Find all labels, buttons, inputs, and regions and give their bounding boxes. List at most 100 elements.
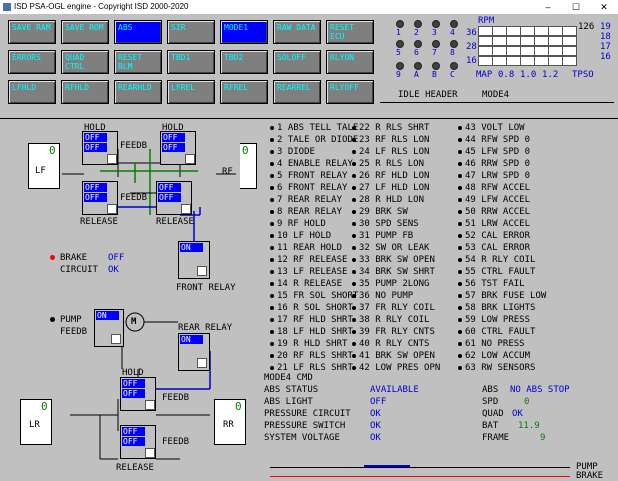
fault-code-item: 20 RF RLS SHRT bbox=[270, 351, 353, 361]
button-tbd1[interactable]: TBD1 bbox=[167, 50, 215, 74]
led-label: 4 bbox=[450, 28, 455, 37]
led-indicator bbox=[396, 20, 404, 28]
status-label: QUAD bbox=[482, 409, 504, 419]
fault-code-text: 41 BRK SW OPEN bbox=[359, 351, 435, 361]
button-save-ram[interactable]: SAVE RAM bbox=[8, 20, 56, 44]
brake-indicator bbox=[50, 255, 55, 260]
fault-code-item: 59 LOW PRESS bbox=[458, 315, 530, 325]
button-tbd2[interactable]: TBD2 bbox=[220, 50, 268, 74]
rpm-cell bbox=[562, 36, 577, 46]
fault-code-item: 37 FR RLY COIL bbox=[352, 303, 435, 313]
rpm-cell bbox=[478, 36, 493, 46]
button-rlyon[interactable]: RLYON bbox=[326, 50, 374, 74]
fault-code-item: 32 SW OR LEAK bbox=[352, 243, 429, 253]
bullet bbox=[270, 257, 274, 262]
lf-hold-valve[interactable]: OFF OFF bbox=[82, 131, 118, 165]
minimize-button[interactable]: – bbox=[545, 2, 551, 12]
status-label: BAT bbox=[482, 421, 499, 431]
lf-release-valve[interactable]: OFF OFF bbox=[82, 181, 118, 215]
rpm-cell bbox=[520, 46, 535, 56]
button-lfrel[interactable]: LFREL bbox=[167, 80, 215, 104]
status-strip: IDLE HEADER MODE4 bbox=[376, 88, 614, 102]
fault-code-item: 8 REAR RELAY bbox=[270, 207, 342, 217]
button-raw-data[interactable]: RAW DATA bbox=[273, 20, 321, 44]
feedb-label-bottom-2: FEEDB bbox=[162, 437, 190, 447]
button-lfhld[interactable]: LFHLD bbox=[8, 80, 56, 104]
fault-code-text: 6 FRONT RELAY bbox=[277, 183, 348, 193]
rpm-row-label: 28 bbox=[466, 42, 477, 52]
app-icon bbox=[3, 3, 11, 11]
fault-code-item: 54 R RLY COIL bbox=[458, 255, 535, 265]
bullet bbox=[270, 137, 274, 142]
fault-code-item: 34 BRK SW SHRT bbox=[352, 267, 435, 277]
button-mode1[interactable]: MODE1 bbox=[220, 20, 268, 44]
fault-code-item: 23 RF RLS LON bbox=[352, 135, 429, 145]
button-sir[interactable]: SIR bbox=[167, 20, 215, 44]
status-label: ABS STATUS bbox=[264, 385, 319, 395]
bullet bbox=[458, 173, 462, 178]
fault-code-text: 52 CAL ERROR bbox=[465, 231, 531, 241]
fault-code-text: 18 LF HLD SHRT bbox=[277, 327, 353, 337]
button-reset-blm[interactable]: RESET BLM bbox=[114, 50, 162, 74]
fault-code-text: 40 R RLY CNTS bbox=[359, 339, 430, 349]
close-button[interactable]: ✕ bbox=[600, 2, 608, 12]
fault-code-text: 48 RFW ACCEL bbox=[465, 183, 531, 193]
rear-hold-valve[interactable]: OFF OFF bbox=[120, 377, 156, 411]
bullet bbox=[270, 329, 274, 334]
button-rlyoff[interactable]: RLYOFF bbox=[326, 80, 374, 104]
fault-code-item: 13 LF RELEASE bbox=[270, 267, 347, 277]
valve-indicator bbox=[107, 154, 117, 164]
lf-label: LF bbox=[35, 166, 46, 176]
fault-code-text: 22 R RLS SHRT bbox=[359, 123, 430, 133]
valve-state: OFF bbox=[84, 193, 107, 202]
bullet bbox=[458, 185, 462, 190]
maximize-button[interactable]: ☐ bbox=[571, 2, 581, 12]
bullet bbox=[352, 317, 356, 322]
fault-code-text: 46 RRW SPD 0 bbox=[465, 159, 531, 169]
led-indicator bbox=[432, 20, 440, 28]
fault-code-item: 6 FRONT RELAY bbox=[270, 183, 347, 193]
rpm-cell bbox=[562, 46, 577, 56]
rpm-right-label: 17 bbox=[600, 42, 611, 52]
rpm-cell bbox=[534, 56, 549, 66]
rpm-right-label: 19 bbox=[600, 22, 611, 32]
fault-code-text: 16 R SOL SHORT bbox=[277, 303, 353, 313]
mode-cmd-label: MODE4 CMD bbox=[264, 373, 313, 383]
led-label: 5 bbox=[396, 48, 401, 57]
fault-code-item: 12 RF RELEASE bbox=[270, 255, 347, 265]
fault-code-item: 17 RF HLD SHRT bbox=[270, 315, 353, 325]
button-rfhld[interactable]: RFHLD bbox=[61, 80, 109, 104]
hold-label-top-right: HOLD bbox=[162, 123, 184, 133]
valve-indicator bbox=[185, 154, 195, 164]
fault-code-text: 47 LRW SPD 0 bbox=[465, 171, 531, 181]
fault-code-item: 1 ABS TELL TALE bbox=[270, 123, 358, 133]
pump-feedback[interactable]: ON bbox=[94, 309, 124, 347]
button-errors[interactable]: ERRORS bbox=[8, 50, 56, 74]
rr-wheel: RR 0 bbox=[214, 399, 246, 445]
rpm-cell bbox=[520, 56, 535, 66]
button-save-rom[interactable]: SAVE ROM bbox=[61, 20, 109, 44]
rear-release-valve[interactable]: OFF OFF bbox=[120, 425, 156, 459]
fault-code-text: 25 R RLS LON bbox=[359, 159, 425, 169]
led-indicator bbox=[450, 40, 458, 48]
button-abs[interactable]: ABS bbox=[114, 20, 162, 44]
button-reset-ecu[interactable]: RESET ECU bbox=[326, 20, 374, 44]
rpm-row-label: 16 bbox=[466, 56, 477, 66]
button-rfrel[interactable]: RFREL bbox=[220, 80, 268, 104]
rf-hold-valve[interactable]: OFF OFF bbox=[160, 131, 196, 165]
button-soloff[interactable]: SOLOFF bbox=[273, 50, 321, 74]
fault-code-text: 10 LF HOLD bbox=[277, 231, 332, 241]
button-rearrel[interactable]: REARREL bbox=[273, 80, 321, 104]
rear-relay[interactable]: ON bbox=[178, 333, 210, 371]
front-relay[interactable]: ON bbox=[178, 241, 210, 279]
fault-code-item: 40 R RLY CNTS bbox=[352, 339, 429, 349]
bullet bbox=[352, 173, 356, 178]
button-quad-ctrl[interactable]: QUAD CTRL bbox=[61, 50, 109, 74]
feedb-label-mid: FEEDB bbox=[120, 193, 148, 203]
button-rearhld[interactable]: REARHLD bbox=[114, 80, 162, 104]
brake-label: BRAKE bbox=[60, 253, 88, 263]
pump-line bbox=[270, 467, 570, 468]
rpm-cell bbox=[548, 26, 563, 36]
pump-state: ON bbox=[96, 311, 119, 320]
rf-release-valve[interactable]: OFF OFF bbox=[156, 181, 192, 215]
